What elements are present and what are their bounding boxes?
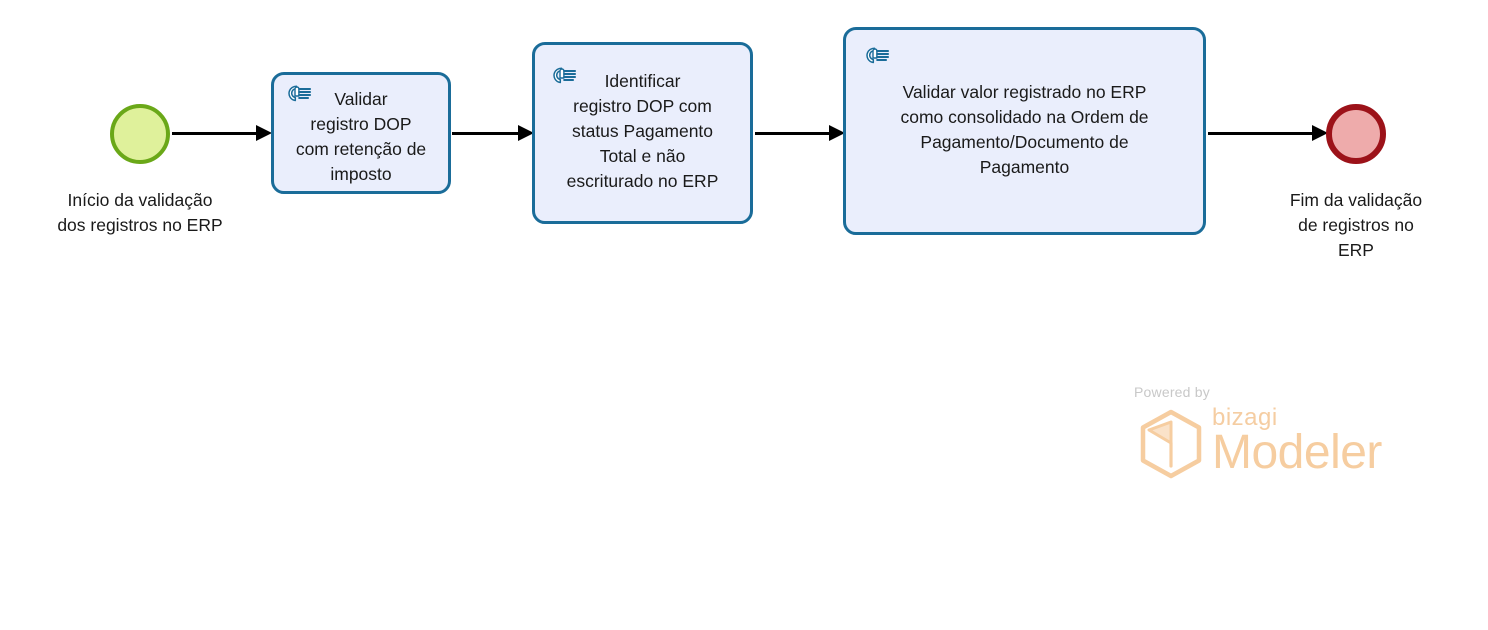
task-validar-valor-registrado[interactable]: Validar valor registrado no ERP como con… [843, 27, 1206, 235]
flow-line [1208, 132, 1312, 135]
sequence-flow-task-1-to-task-2[interactable] [452, 122, 534, 146]
end-event-circle[interactable] [1326, 104, 1386, 164]
flow-line [172, 132, 256, 135]
start-event-label: Início da validação dos registros no ERP [57, 190, 223, 235]
task-3-label: Validar valor registrado no ERP como con… [900, 82, 1149, 177]
flow-arrowhead-icon [256, 125, 272, 141]
sequence-flow-task-2-to-task-3[interactable] [755, 122, 845, 146]
task-2-label: Identificar registro DOP com status Paga… [566, 71, 719, 191]
task-validar-registro-dop[interactable]: Validar registro DOP com retenção de imp… [271, 72, 451, 194]
flow-line [452, 132, 518, 135]
sequence-flow-start-to-task-1[interactable] [172, 122, 272, 146]
bizagi-watermark: Powered by bizagi Modeler [1134, 384, 1394, 480]
flow-arrowhead-icon [1312, 125, 1328, 141]
flow-arrowhead-icon [829, 125, 845, 141]
bizagi-wordmark: bizagi Modeler [1212, 406, 1392, 477]
end-event-label: Fim da validação de registros no ERP [1289, 190, 1423, 260]
sequence-flow-task-3-to-end[interactable] [1208, 122, 1328, 146]
bizagi-brand-name: bizagi [1212, 404, 1278, 431]
flow-arrowhead-icon [518, 125, 534, 141]
task-identificar-registro-dop[interactable]: Identificar registro DOP com status Paga… [532, 42, 753, 224]
start-event-circle[interactable] [110, 104, 170, 164]
powered-by-label: Powered by [1134, 384, 1210, 400]
bizagi-product-name: Modeler [1212, 426, 1382, 479]
task-1-label: Validar registro DOP com retenção de imp… [295, 89, 427, 184]
manual-task-hand-icon [866, 47, 890, 64]
bizagi-hexagon-logo-icon [1140, 409, 1202, 479]
flow-line [755, 132, 829, 135]
